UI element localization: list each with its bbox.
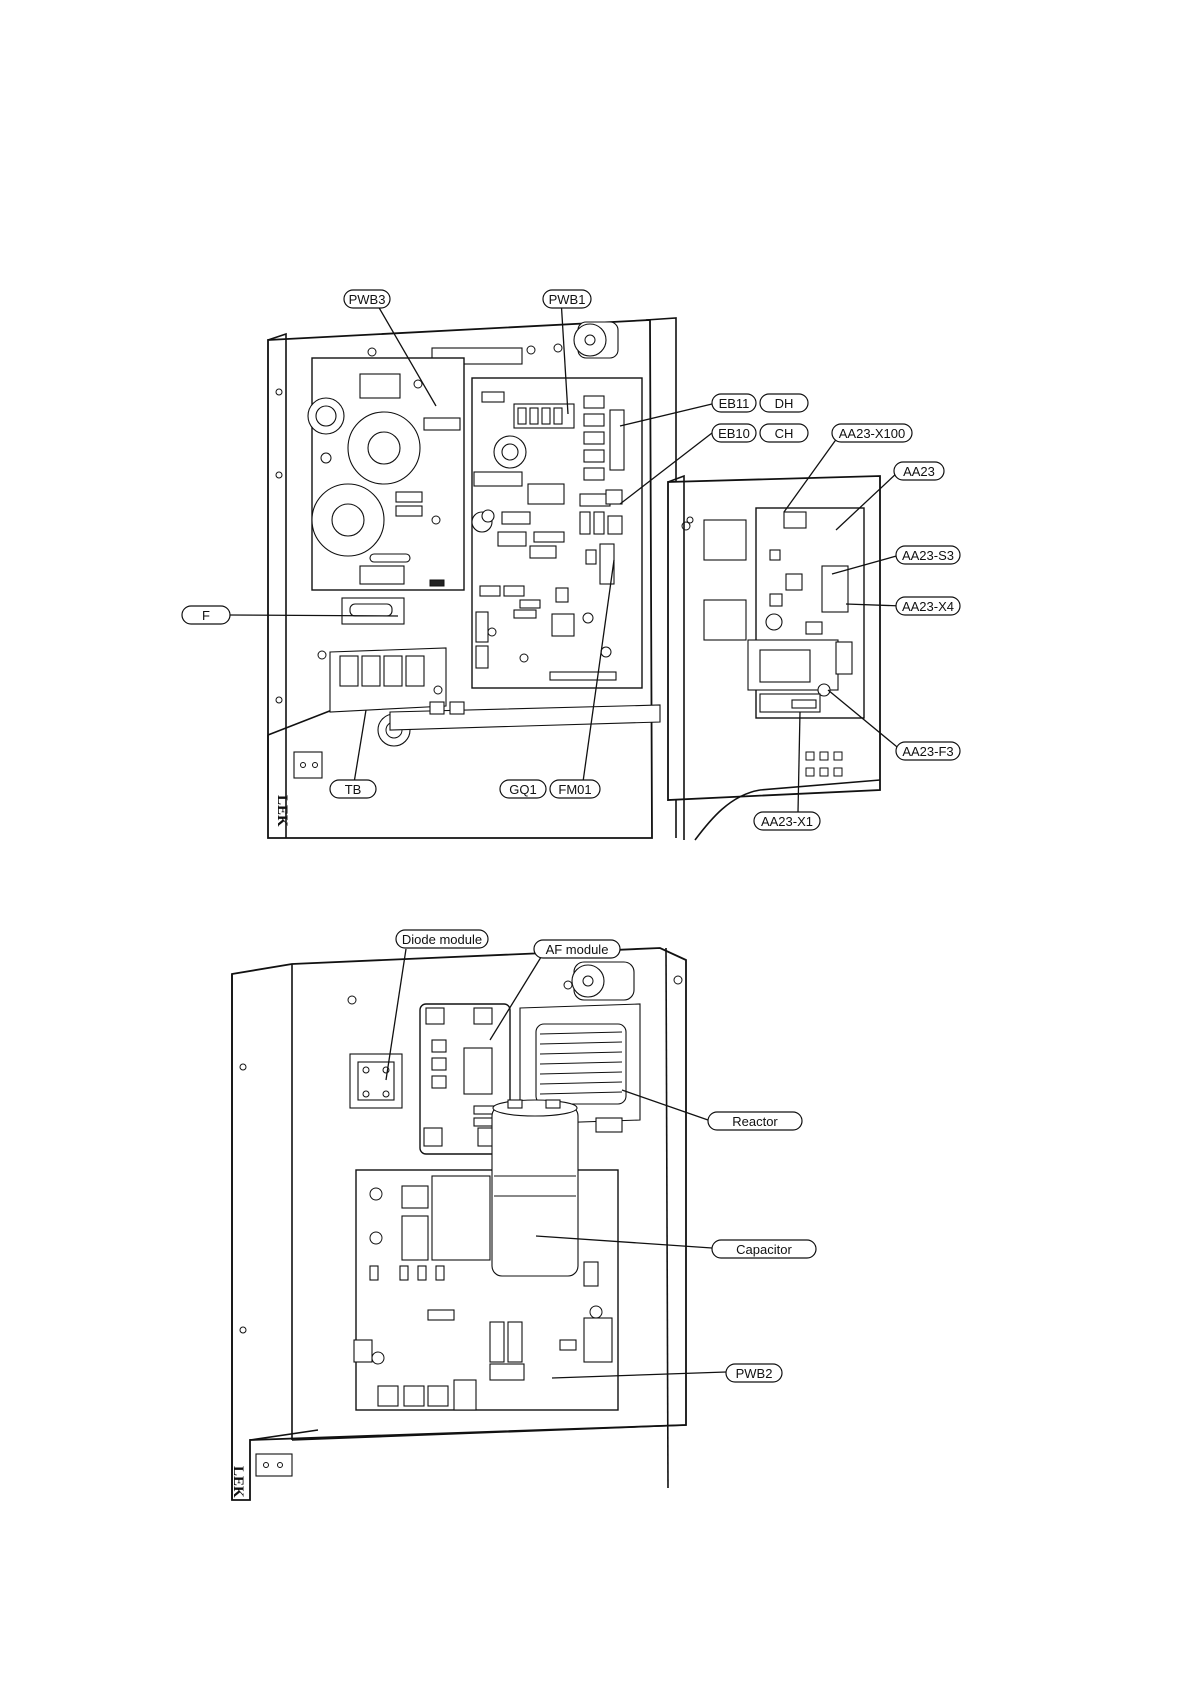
svg-text:Reactor: Reactor [732,1114,778,1129]
svg-text:TB: TB [345,782,362,797]
svg-text:AA23-X100: AA23-X100 [839,426,906,441]
label-gq1: GQ1 [500,780,546,798]
capacitor [492,1100,578,1276]
label-tb: TB [330,780,376,798]
label-diode-module: Diode module [396,930,488,948]
label-pwb2: PWB2 [726,1364,782,1382]
svg-text:AA23: AA23 [903,464,935,479]
svg-text:AA23-X4: AA23-X4 [902,599,954,614]
bottom-brand-mark: LEK [230,1466,246,1498]
label-ch: CH [760,424,808,442]
svg-text:EB10: EB10 [718,426,750,441]
label-reactor: Reactor [708,1112,802,1130]
label-fm01: FM01 [550,780,600,798]
label-af-module: AF module [534,940,620,958]
label-capacitor: Capacitor [712,1240,816,1258]
svg-text:FM01: FM01 [558,782,591,797]
svg-text:AF module: AF module [546,942,609,957]
svg-text:PWB1: PWB1 [549,292,586,307]
label-f: F [182,606,230,624]
svg-text:AA23-F3: AA23-F3 [902,744,953,759]
label-aa23-f3: AA23-F3 [896,742,960,760]
label-aa23-x1: AA23-X1 [754,812,820,830]
svg-text:PWB3: PWB3 [349,292,386,307]
svg-text:CH: CH [775,426,794,441]
svg-text:Capacitor: Capacitor [736,1242,792,1257]
svg-text:AA23-X1: AA23-X1 [761,814,813,829]
svg-text:DH: DH [775,396,794,411]
label-aa23-x4: AA23-X4 [896,597,960,615]
svg-text:F: F [202,608,210,623]
label-pwb3: PWB3 [344,290,390,308]
top-brand-mark: LEK [274,795,290,827]
svg-text:GQ1: GQ1 [509,782,536,797]
svg-text:AA23-S3: AA23-S3 [902,548,954,563]
label-dh: DH [760,394,808,412]
label-aa23-x100: AA23-X100 [832,424,912,442]
svg-text:Diode module: Diode module [402,932,482,947]
label-pwb1: PWB1 [543,290,591,308]
label-eb11: EB11 [712,394,756,412]
bottom-figure: LEK [230,930,816,1500]
label-eb10: EB10 [712,424,756,442]
svg-text:PWB2: PWB2 [736,1366,773,1381]
svg-text:EB11: EB11 [719,396,750,411]
label-aa23: AA23 [894,462,944,480]
top-figure: LEK [182,290,960,840]
label-aa23-s3: AA23-S3 [896,546,960,564]
